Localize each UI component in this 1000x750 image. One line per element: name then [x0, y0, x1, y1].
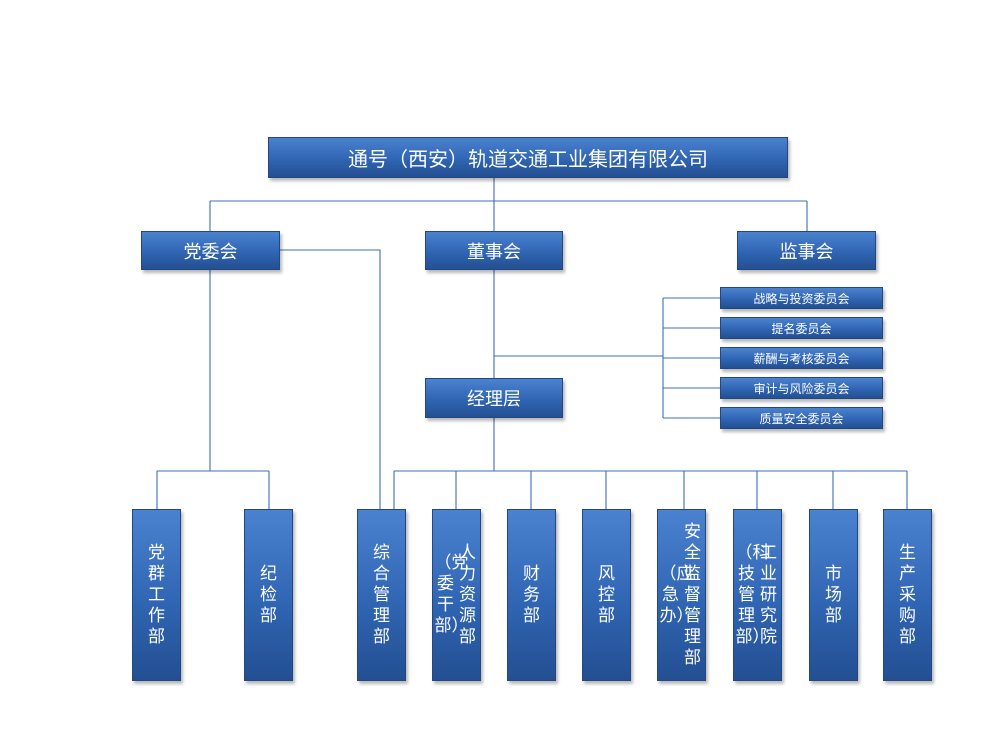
dept-party-work: 党群工作部	[132, 509, 181, 681]
management-box: 经理层	[425, 378, 563, 418]
company-title-box: 通号（西安）轨道交通工业集团有限公司	[268, 137, 788, 178]
company-title: 通号（西安）轨道交通工业集团有限公司	[348, 147, 708, 171]
connector-party-to-depts	[156, 270, 270, 509]
committee-strategy-box: 战略与投资委员会	[720, 287, 883, 309]
supervisory-board-label: 监事会	[779, 241, 834, 263]
dept-label: 综合管理部	[373, 542, 390, 647]
board-box: 董事会	[425, 231, 563, 270]
connector-company-to-tier1	[209, 178, 808, 231]
dept-label: 财务部	[523, 563, 540, 626]
connector-management-to-depts	[393, 418, 908, 509]
dept-label: 安全监督管理部	[684, 521, 701, 668]
committee-nomination-box: 提名委员会	[720, 317, 883, 339]
dept-market: 市场部	[809, 509, 858, 681]
dept-label: 市场部	[825, 563, 842, 626]
dept-label: 工业研究院	[760, 542, 777, 647]
dept-finance: 财务部	[507, 509, 556, 681]
committee-label: 质量安全委员会	[759, 411, 844, 426]
dept-admin: 综合管理部	[357, 509, 406, 681]
dept-safety: 安全监督管理部 （应急办）	[657, 509, 706, 681]
board-label: 董事会	[467, 241, 521, 263]
dept-discipline: 纪检部	[244, 509, 293, 681]
committee-compensation-box: 薪酬与考核委员会	[720, 347, 883, 369]
party-committee-box: 党委会	[141, 231, 280, 270]
dept-procurement: 生产采购部	[883, 509, 932, 681]
supervisory-board-box: 监事会	[737, 231, 876, 270]
committee-label: 提名委员会	[771, 321, 832, 336]
committee-label: 薪酬与考核委员会	[753, 351, 850, 366]
committee-label: 战略与投资委员会	[753, 291, 850, 306]
management-label: 经理层	[467, 389, 521, 410]
dept-label: 生产采购部	[899, 542, 916, 647]
dept-label: 党群工作部	[148, 542, 165, 647]
committee-quality-box: 质量安全委员会	[720, 407, 883, 429]
party-committee-label: 党委会	[183, 241, 238, 263]
connector-board-to-committees	[494, 297, 720, 419]
dept-risk: 风控部	[582, 509, 631, 681]
dept-label: 纪检部	[260, 563, 277, 626]
dept-sublabel: （应急办）	[659, 563, 694, 626]
dept-label: 风控部	[598, 563, 615, 626]
dept-research: 工业研究院 （科技管理部）	[733, 509, 782, 681]
committee-label: 审计与风险委员会	[753, 381, 850, 396]
committee-audit-box: 审计与风险委员会	[720, 377, 883, 399]
dept-sublabel: （党委干部）	[434, 553, 469, 636]
dept-hr: 人力资源部 （党委干部）	[432, 509, 481, 681]
dept-sublabel: （科技管理部）	[735, 542, 770, 647]
dept-label: 人力资源部	[459, 542, 476, 647]
connector-party-to-admin	[280, 249, 381, 509]
